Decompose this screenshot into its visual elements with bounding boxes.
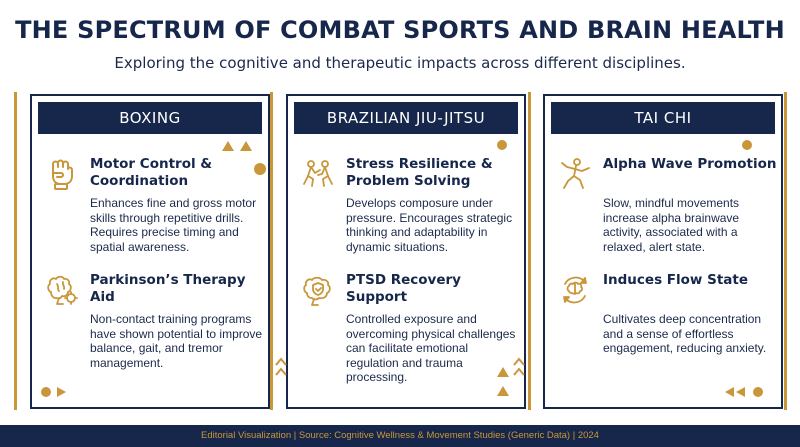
grappling-icon — [300, 156, 336, 192]
triangle-pair-icon — [222, 141, 252, 151]
item-body: Controlled exposure and overcoming physi… — [346, 312, 516, 384]
card-tai-chi: TAI CHI Alpha Wave Promotion Slow, mindf… — [543, 94, 783, 409]
dot-icon — [742, 140, 752, 150]
divider-mid-right — [528, 92, 531, 410]
divider-right — [784, 92, 787, 410]
item-body: Non-contact training programs have shown… — [90, 312, 263, 370]
card-boxing: BOXING Motor Control & Coordination Enha… — [30, 94, 270, 409]
card-item: Alpha Wave Promotion Slow, mindful movem… — [557, 156, 779, 266]
item-heading: Parkinson’s Therapy Aid — [90, 272, 246, 305]
card-title: BOXING — [38, 102, 262, 134]
item-body: Slow, mindful movements increase alpha b… — [603, 196, 740, 254]
footer-credit: Editorial Visualization | Source: Cognit… — [0, 425, 800, 447]
tai-chi-figure-icon — [557, 156, 593, 192]
page-title: THE SPECTRUM OF COMBAT SPORTS AND BRAIN … — [15, 16, 785, 44]
dot-icon — [497, 140, 507, 150]
fist-icon — [44, 156, 80, 192]
item-heading: Alpha Wave Promotion — [603, 156, 777, 172]
item-body: Cultivates deep concentration and a sens… — [603, 312, 767, 355]
arrow-dot-icon — [725, 387, 763, 397]
card-title: BRAZILIAN JIU-JITSU — [294, 102, 518, 134]
item-heading: Stress Resilience & Problem Solving — [346, 156, 493, 189]
chevron-up-icon — [275, 357, 287, 376]
triangle-stack-icon — [497, 367, 509, 396]
card-brazilian-jiu-jitsu: BRAZILIAN JIU-JITSU Stress Resilience & … — [286, 94, 526, 409]
dot-arrow-icon — [41, 387, 66, 397]
brain-cycle-icon — [557, 272, 593, 308]
brain-gear-icon — [44, 272, 80, 308]
page-subtitle: Exploring the cognitive and therapeutic … — [114, 54, 686, 72]
item-body: Develops composure under pressure. Encou… — [346, 196, 513, 254]
item-heading: Motor Control & Coordination — [90, 156, 213, 189]
item-body: Enhances fine and gross motor skills thr… — [90, 196, 257, 254]
divider-left — [14, 92, 17, 410]
card-item: Motor Control & Coordination Enhances fi… — [44, 156, 266, 266]
divider-mid-left — [270, 92, 273, 410]
card-title: TAI CHI — [551, 102, 775, 134]
card-item: Stress Resilience & Problem Solving Deve… — [300, 156, 522, 266]
card-item: Parkinson’s Therapy Aid Non-contact trai… — [44, 272, 266, 382]
item-heading: Induces Flow State — [603, 272, 748, 288]
card-item: PTSD Recovery Support Controlled exposur… — [300, 272, 522, 384]
item-heading: PTSD Recovery Support — [346, 272, 461, 305]
chevron-up-icon — [513, 357, 525, 376]
dot-icon — [254, 163, 266, 175]
brain-shield-icon — [300, 272, 336, 308]
card-item: Induces Flow State Cultivates deep conce… — [557, 272, 779, 382]
